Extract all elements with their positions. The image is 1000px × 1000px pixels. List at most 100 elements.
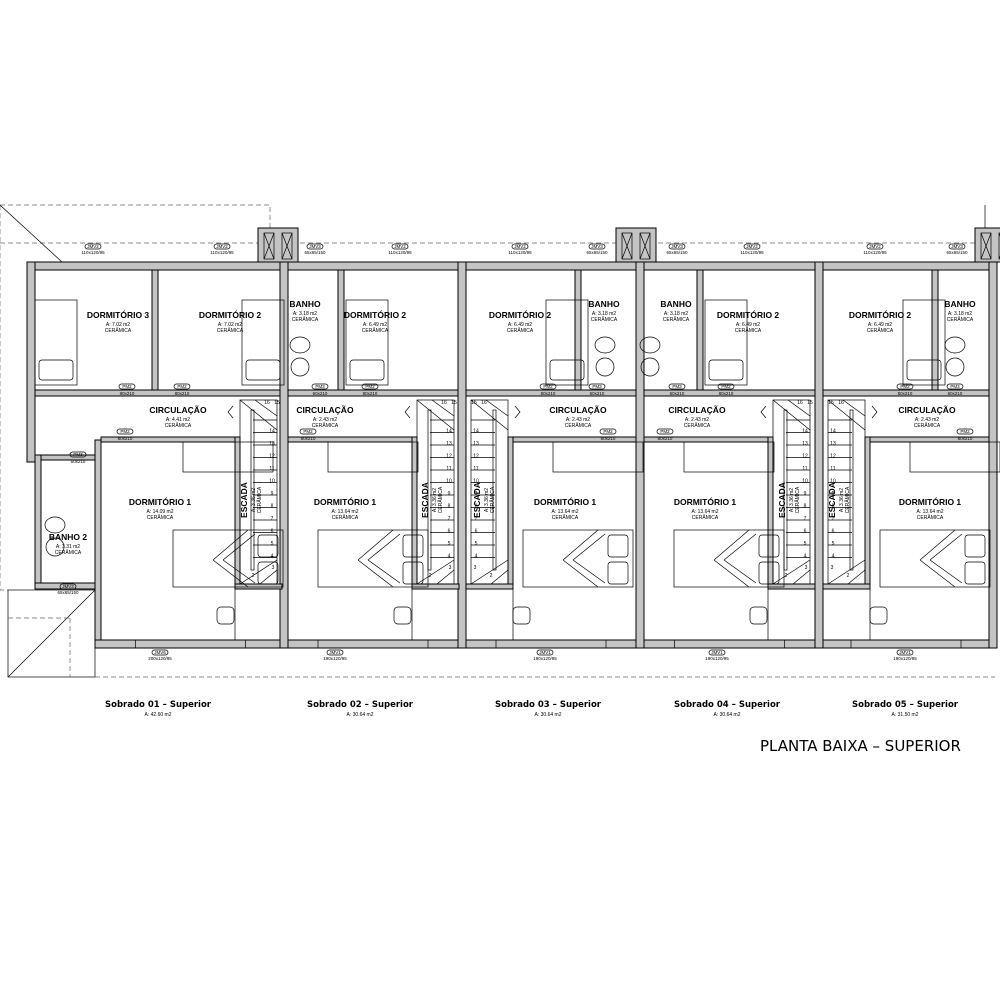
stair-outline <box>772 399 811 585</box>
stair-step-number: 10 <box>802 479 808 485</box>
room-finish: CERÂMICA <box>256 486 263 513</box>
stair-winders <box>470 399 509 585</box>
room-area: A: 6.49 m2 <box>736 322 760 328</box>
stair-step-number: 7 <box>475 516 478 522</box>
shaft-cross <box>263 232 293 260</box>
window-size: 65x65/150 <box>666 250 688 255</box>
chair <box>393 606 412 625</box>
room-name: DORMITÓRIO 3 <box>87 309 150 320</box>
window-tag: JMV2 <box>87 244 99 249</box>
room-name: CIRCULAÇÃO <box>296 405 354 415</box>
room-name: DORMITÓRIO 2 <box>199 309 262 320</box>
wall <box>34 454 42 589</box>
wall <box>94 639 996 649</box>
room-name: DORMITÓRIO 1 <box>314 496 377 507</box>
stair-arrow-icon <box>514 405 521 419</box>
pillow <box>549 359 585 381</box>
stair-arrow-icon <box>227 405 234 419</box>
stair-step-number: 6 <box>832 529 835 535</box>
stair-step-number: 2 <box>490 573 493 579</box>
door-tag-outline <box>668 383 686 390</box>
stair-step-number: 9 <box>804 491 807 497</box>
shaft <box>639 232 651 260</box>
window-tag-outline <box>59 583 77 590</box>
window-tag-outline <box>151 649 169 656</box>
window-tag-outline <box>668 243 686 250</box>
door-tag-outline <box>946 383 964 390</box>
door-tag-outline <box>118 383 136 390</box>
unit-area: A: 31.50 m2 <box>892 712 919 718</box>
door-tag-outline <box>599 428 617 435</box>
single-bed <box>902 299 946 386</box>
room-area: A: 2.43 m2 <box>566 417 590 423</box>
wall <box>643 389 816 397</box>
door-tag: PM2 <box>960 429 970 434</box>
wall <box>26 261 36 463</box>
door-tag: PM2 <box>660 429 670 434</box>
wall <box>94 439 102 649</box>
stair-step-number: 16 <box>264 400 270 406</box>
stair-step-number: 14 <box>269 429 275 435</box>
stair-arrow-icon <box>760 405 767 419</box>
double-bed <box>522 529 634 588</box>
window-tag-outline <box>306 243 324 250</box>
window-size: 65x65/150 <box>304 250 326 255</box>
wardrobe <box>182 441 274 473</box>
room-finish: CERÂMICA <box>489 486 496 513</box>
window-tag: JMV1 <box>899 650 911 655</box>
toilet-icon <box>289 336 311 354</box>
room-finish: CERÂMICA <box>735 327 762 334</box>
pillow <box>38 359 74 381</box>
stair-step-number: 3 <box>449 565 452 571</box>
stair-step-number: 7 <box>832 516 835 522</box>
room-name: CIRCULAÇÃO <box>668 405 726 415</box>
stair-step-number: 12 <box>830 454 836 460</box>
pillow <box>758 561 780 585</box>
sink-icon <box>640 357 660 377</box>
stair-step-number: 4 <box>475 554 478 560</box>
wall <box>465 389 637 397</box>
wall <box>822 583 871 590</box>
toilet-icon <box>44 516 66 534</box>
window-size: 110x120/95 <box>740 250 764 255</box>
bedspread-lines <box>713 529 757 588</box>
shaft <box>980 232 992 260</box>
pillow <box>708 359 744 381</box>
window-frame <box>495 639 607 649</box>
window-frame <box>317 639 429 649</box>
stair-step-number: 3 <box>831 565 834 571</box>
fixtures <box>34 232 1000 649</box>
room-finish: CERÂMICA <box>663 316 690 323</box>
room-finish: CERÂMICA <box>947 316 974 323</box>
wall <box>34 454 98 461</box>
window-tag-outline <box>511 243 529 250</box>
double-bed <box>673 529 785 588</box>
room-area: A: 2.43 m2 <box>685 417 709 423</box>
room-area: A: 3.36 m2 <box>251 488 257 512</box>
stair-step-number: 15 <box>828 400 834 406</box>
sink-icon <box>290 357 310 377</box>
door-size: 80x210 <box>363 391 378 396</box>
toilet-icon <box>944 336 966 354</box>
toilet-icon <box>594 336 616 354</box>
chair <box>869 606 888 625</box>
window-size: 110x120/95 <box>508 250 532 255</box>
stair-outline <box>827 399 866 585</box>
room-area: A: 7.02 m2 <box>106 322 130 328</box>
window-frame <box>850 639 962 649</box>
pillow <box>964 561 986 585</box>
room-name: DORMITÓRIO 1 <box>534 496 597 507</box>
shaft <box>621 232 633 260</box>
room-finish: CERÂMICA <box>217 327 244 334</box>
room-finish: CERÂMICA <box>794 486 801 513</box>
door-size: 80x210 <box>601 436 616 441</box>
room-name: DORMITÓRIO 1 <box>129 496 192 507</box>
single-bed <box>345 299 389 386</box>
door-tag: PM2 <box>900 384 910 389</box>
wall <box>465 583 514 590</box>
wall <box>234 583 283 590</box>
room-finish: CERÂMICA <box>591 316 618 323</box>
unit-title: Sobrado 03 – Superior <box>495 700 602 710</box>
door-tag: PM2 <box>721 384 731 389</box>
room-area: A: 3.31 m2 <box>56 544 80 550</box>
